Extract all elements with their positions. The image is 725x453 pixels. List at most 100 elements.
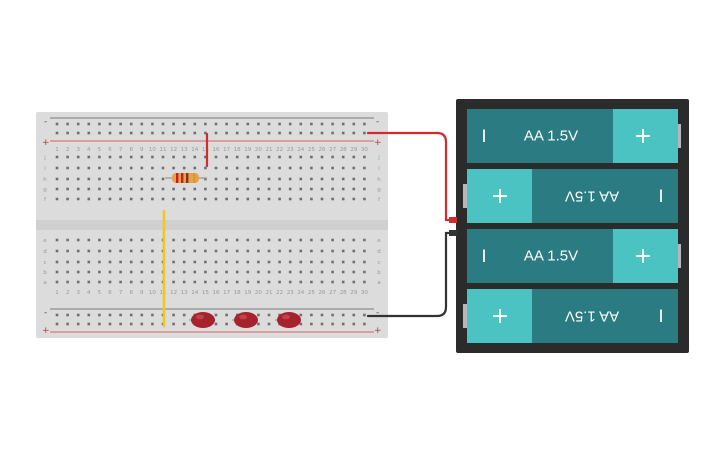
rail-hole[interactable] (257, 131, 260, 135)
rail-hole[interactable] (331, 313, 334, 317)
terminal-hole[interactable] (363, 155, 366, 159)
top-power-rail[interactable] (50, 117, 374, 142)
terminal-hole[interactable] (352, 155, 356, 159)
terminal-hole[interactable] (119, 197, 122, 201)
rail-hole[interactable] (140, 313, 144, 317)
terminal-hole[interactable] (87, 270, 91, 274)
terminal-hole[interactable] (352, 177, 356, 181)
rail-hole[interactable] (129, 131, 133, 135)
terminal-hole[interactable] (363, 270, 366, 274)
terminal-hole[interactable] (235, 260, 239, 264)
terminal-hole[interactable] (267, 166, 271, 170)
rail-hole[interactable] (246, 131, 250, 135)
terminal-hole[interactable] (246, 166, 250, 170)
terminal-hole[interactable] (331, 177, 334, 181)
rail-hole[interactable] (299, 122, 303, 126)
terminal-hole[interactable] (235, 238, 239, 242)
terminal-hole[interactable] (98, 197, 101, 201)
terminal-hole[interactable] (225, 260, 228, 264)
terminal-hole[interactable] (87, 155, 91, 159)
terminal-hole[interactable] (235, 270, 239, 274)
breadboard[interactable]: 1122334455667788991010111112121313141415… (36, 112, 388, 338)
terminal-hole[interactable] (363, 197, 366, 201)
terminal-hole[interactable] (182, 249, 186, 253)
terminal-hole[interactable] (352, 249, 356, 253)
rail-hole[interactable] (267, 313, 271, 317)
led-icon[interactable] (191, 312, 215, 328)
terminal-hole[interactable] (225, 238, 228, 242)
rail-hole[interactable] (278, 313, 281, 317)
terminal-hole[interactable] (172, 260, 175, 264)
terminal-hole[interactable] (161, 166, 165, 170)
rail-hole[interactable] (288, 131, 292, 135)
terminal-hole[interactable] (310, 260, 313, 264)
terminal-hole[interactable] (267, 177, 271, 181)
terminal-hole[interactable] (151, 187, 154, 191)
terminal-hole[interactable] (55, 260, 59, 264)
terminal-hole[interactable] (278, 260, 281, 264)
terminal-hole[interactable] (278, 197, 281, 201)
wires[interactable] (366, 131, 457, 318)
terminal-hole[interactable] (214, 155, 218, 159)
terminal-hole[interactable] (331, 260, 334, 264)
terminal-hole[interactable] (235, 197, 239, 201)
terminal-hole[interactable] (119, 280, 122, 284)
terminal-hole[interactable] (352, 280, 356, 284)
rail-hole[interactable] (320, 131, 324, 135)
terminal-hole[interactable] (214, 177, 218, 181)
terminal-hole[interactable] (225, 270, 228, 274)
terminal-hole[interactable] (76, 155, 80, 159)
terminal-hole[interactable] (352, 270, 356, 274)
rail-hole[interactable] (257, 313, 260, 317)
terminal-hole[interactable] (76, 187, 80, 191)
terminal-hole[interactable] (140, 177, 144, 181)
terminal-hole[interactable] (119, 260, 122, 264)
rail-hole[interactable] (363, 122, 366, 126)
terminal-hole[interactable] (182, 187, 186, 191)
terminal-hole[interactable] (172, 280, 175, 284)
rail-hole[interactable] (310, 313, 313, 317)
terminal-hole[interactable] (331, 280, 334, 284)
rail-hole[interactable] (352, 131, 356, 135)
terminal-hole[interactable] (108, 280, 112, 284)
terminal-hole[interactable] (119, 270, 122, 274)
terminal-hole[interactable] (108, 155, 112, 159)
terminal-hole[interactable] (331, 249, 334, 253)
terminal-hole[interactable] (257, 187, 260, 191)
rail-hole[interactable] (161, 122, 165, 126)
battery-cell[interactable]: +IAA 1.5V (463, 289, 678, 343)
rail-hole[interactable] (87, 313, 91, 317)
terminal-hole[interactable] (204, 238, 207, 242)
terminal-hole[interactable] (310, 155, 313, 159)
terminal-hole[interactable] (55, 166, 59, 170)
terminal-hole[interactable] (225, 166, 228, 170)
terminal-hole[interactable] (66, 197, 69, 201)
rail-hole[interactable] (87, 322, 91, 326)
terminal-hole[interactable] (352, 197, 356, 201)
rail-hole[interactable] (98, 322, 101, 326)
terminal-hole[interactable] (225, 155, 228, 159)
rail-hole[interactable] (352, 322, 356, 326)
rail-hole[interactable] (87, 131, 91, 135)
terminal-hole[interactable] (257, 238, 260, 242)
terminal-hole[interactable] (161, 155, 165, 159)
terminal-hole[interactable] (76, 238, 80, 242)
terminal-hole[interactable] (310, 280, 313, 284)
terminal-hole[interactable] (288, 238, 292, 242)
terminal-hole[interactable] (129, 177, 133, 181)
terminal-hole[interactable] (288, 197, 292, 201)
rail-hole[interactable] (172, 122, 175, 126)
rail-hole[interactable] (66, 122, 69, 126)
rail-hole[interactable] (98, 313, 101, 317)
terminal-hole[interactable] (278, 166, 281, 170)
rail-hole[interactable] (151, 122, 154, 126)
rail-hole[interactable] (108, 131, 112, 135)
rail-hole[interactable] (204, 122, 207, 126)
terminal-hole[interactable] (341, 155, 345, 159)
rail-hole[interactable] (225, 313, 228, 317)
terminal-hole[interactable] (246, 197, 250, 201)
terminal-hole[interactable] (55, 197, 59, 201)
terminal-hole[interactable] (193, 270, 197, 274)
terminal-hole[interactable] (98, 155, 101, 159)
